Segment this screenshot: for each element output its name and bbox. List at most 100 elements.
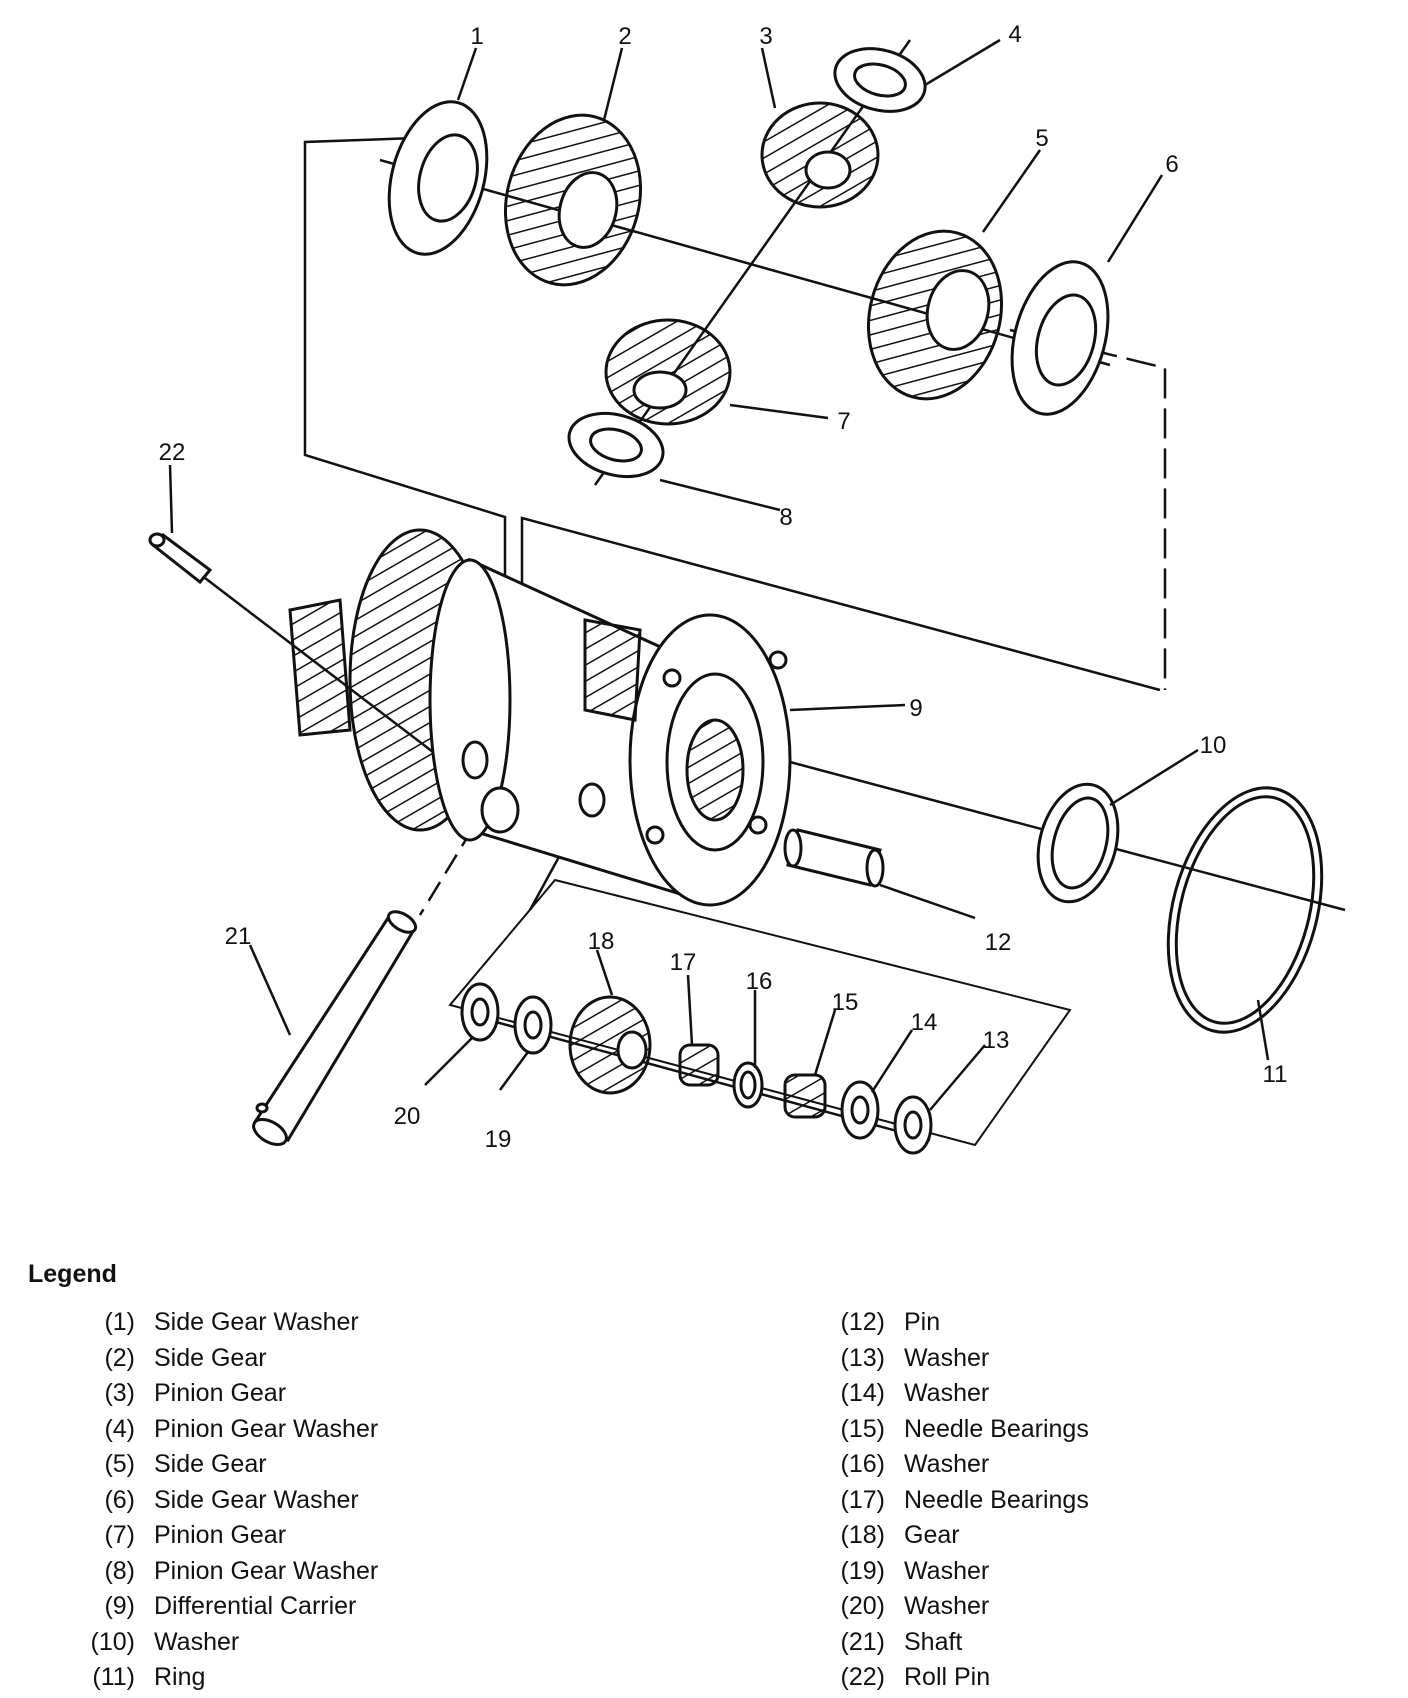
washer-16 <box>732 1061 764 1109</box>
legend-item: (16) Washer <box>810 1447 1089 1483</box>
needle-bearings-15 <box>783 1073 827 1119</box>
legend-left-column: (1) Side Gear Washer (2) Side Gear (3) Pini… <box>60 1305 379 1696</box>
legend-item-number: (6) <box>104 1485 135 1514</box>
callout-22: 22 <box>159 439 186 466</box>
legend-item-label: Pinion Gear Washer <box>154 1414 379 1443</box>
legend-item-label: Ring <box>154 1663 206 1692</box>
washer-19 <box>513 995 553 1055</box>
legend-item: (19) Washer <box>810 1554 1089 1590</box>
legend-item: (10) Washer <box>60 1625 378 1661</box>
exploded-view-diagram: 1 2 3 4 5 6 7 8 9 10 11 12 13 14 15 16 1… <box>148 21 1346 1155</box>
legend-item-number: (14) <box>840 1379 885 1408</box>
callout-3: 3 <box>759 23 772 50</box>
legend-item-number: (7) <box>104 1521 135 1550</box>
side-gear-5 <box>866 229 1004 401</box>
legend-item-label: Shaft <box>904 1627 963 1656</box>
legend-item-label: Needle Bearings <box>904 1485 1089 1514</box>
legend-item: (5) Side Gear <box>60 1447 378 1483</box>
legend-item-number: (5) <box>104 1450 135 1479</box>
side-gear-washer-1 <box>387 100 489 256</box>
legend-item-label: Washer <box>904 1343 990 1372</box>
pinion-gear-washer-4 <box>833 47 927 113</box>
callout-8: 8 <box>779 504 792 531</box>
legend-item-number: (22) <box>840 1663 885 1692</box>
callout-9: 9 <box>909 695 922 722</box>
pinion-gear-washer-8 <box>567 411 665 479</box>
assembly-outline-bottom <box>448 878 1072 1147</box>
leader-lines <box>168 38 1270 1111</box>
callout-21: 21 <box>225 923 252 950</box>
gear-18 <box>568 995 652 1095</box>
legend-item-number: (10) <box>90 1627 135 1656</box>
callout-5: 5 <box>1035 125 1048 152</box>
callout-4: 4 <box>1008 21 1021 48</box>
callout-13: 13 <box>983 1027 1010 1054</box>
legend-item-number: (13) <box>840 1343 885 1372</box>
legend-item-label: Washer <box>904 1556 990 1585</box>
pinion-gear-7 <box>604 318 732 426</box>
pinion-gear-3 <box>760 101 880 209</box>
callout-16: 16 <box>746 968 773 995</box>
washer-13 <box>893 1095 933 1155</box>
legend-item-number: (3) <box>104 1379 135 1408</box>
side-gear-washer-6 <box>1010 260 1110 416</box>
legend-item: (11) Ring <box>60 1660 378 1696</box>
legend-item-number: (15) <box>840 1414 885 1443</box>
callout-17: 17 <box>670 949 697 976</box>
axis-side-gears <box>379 158 1111 367</box>
legend-item-label: Pinion Gear Washer <box>154 1556 379 1585</box>
legend-item-label: Washer <box>904 1379 990 1408</box>
legend-item: (3) Pinion Gear <box>60 1376 378 1412</box>
differential-carrier-9 <box>288 528 792 907</box>
callout-12: 12 <box>985 929 1012 956</box>
callout-2: 2 <box>618 23 631 50</box>
legend-item-number: (17) <box>840 1485 885 1514</box>
ring-11 <box>1166 786 1324 1034</box>
legend-item-label: Gear <box>904 1521 960 1550</box>
legend-item: (6) Side Gear Washer <box>60 1483 378 1519</box>
washer-14 <box>840 1080 880 1140</box>
callout-11: 11 <box>1263 1061 1288 1088</box>
legend-item-number: (1) <box>104 1308 135 1337</box>
legend-item: (12) Pin <box>810 1305 1089 1341</box>
legend-item-number: (21) <box>840 1627 885 1656</box>
legend-item-number: (2) <box>104 1343 135 1372</box>
roll-pin-22 <box>148 532 213 585</box>
legend-item-label: Pinion Gear <box>154 1379 287 1408</box>
legend-item-number: (12) <box>840 1308 885 1337</box>
callout-18: 18 <box>588 928 615 955</box>
needle-bearings-17 <box>678 1043 720 1087</box>
legend-item: (17) Needle Bearings <box>810 1483 1089 1519</box>
axis-shaft <box>418 799 492 916</box>
legend-item: (22)Roll Pin <box>810 1660 1089 1696</box>
washer-20 <box>460 982 500 1042</box>
legend-item-label: Washer <box>904 1592 990 1621</box>
callout-15: 15 <box>832 989 859 1016</box>
washer-10 <box>1036 782 1120 904</box>
legend-item-number: (16) <box>840 1450 885 1479</box>
legend-title: Legend <box>28 1260 117 1288</box>
legend-item-label: Pin <box>904 1308 941 1337</box>
legend-item-label: Washer <box>904 1450 990 1479</box>
legend-item: (8)Pinion Gear Washer <box>60 1554 378 1590</box>
legend-item: (7)Pinion Gear <box>60 1518 378 1554</box>
legend-item-label: Washer <box>154 1627 240 1656</box>
legend-item-label: Side Gear <box>154 1343 267 1372</box>
side-gear-2 <box>503 113 643 287</box>
legend-item-number: (19) <box>840 1556 885 1585</box>
legend-item-label: Side Gear <box>154 1450 267 1479</box>
callout-6: 6 <box>1165 151 1178 178</box>
legend-item-label: Side Gear Washer <box>154 1485 359 1514</box>
legend-item-number: (18) <box>840 1521 885 1550</box>
legend-item: (18) Gear <box>810 1518 1089 1554</box>
legend-item: (15)Needle Bearings <box>810 1412 1089 1448</box>
legend-item-number: (9) <box>104 1592 135 1621</box>
legend-item: (2) Side Gear <box>60 1341 378 1377</box>
callout-10: 10 <box>1200 732 1227 759</box>
callout-7: 7 <box>837 408 850 435</box>
legend-item-number: (11) <box>92 1663 135 1692</box>
legend-item-label: Differential Carrier <box>154 1592 357 1621</box>
callout-20: 20 <box>394 1103 421 1130</box>
legend-item: (20)Washer <box>810 1589 1089 1625</box>
shaft-21 <box>252 910 418 1146</box>
